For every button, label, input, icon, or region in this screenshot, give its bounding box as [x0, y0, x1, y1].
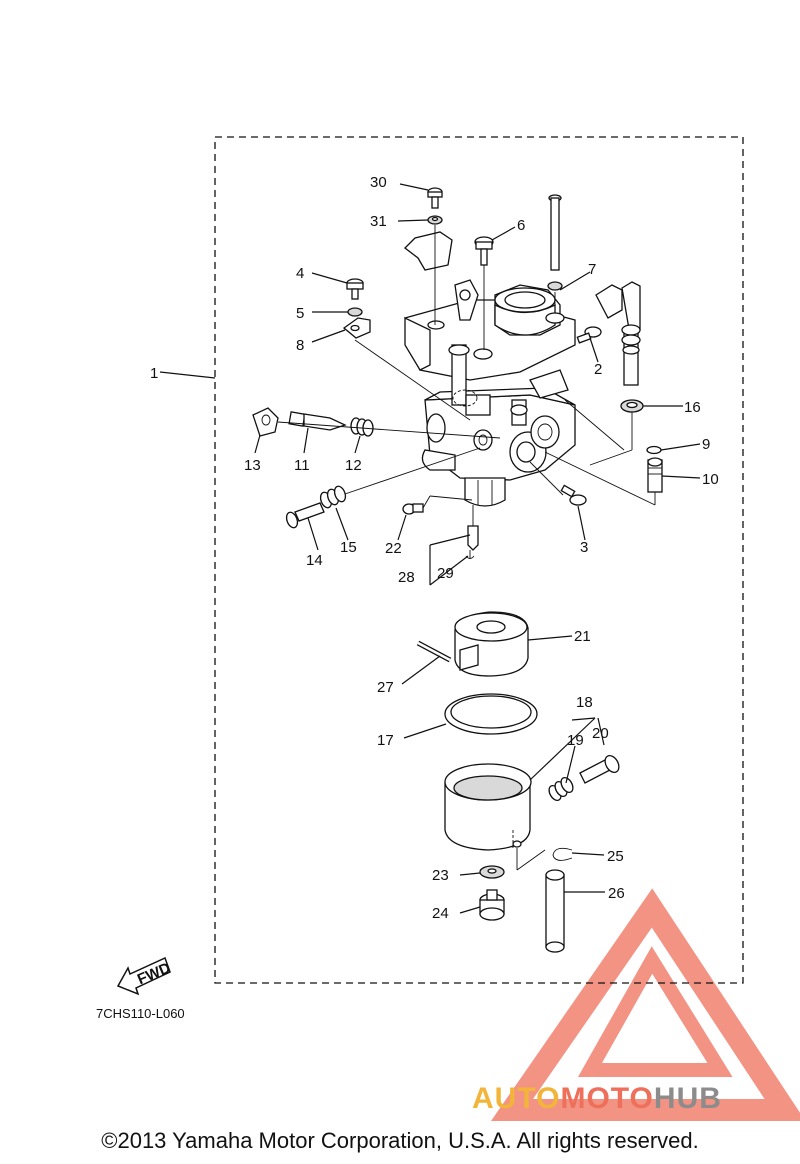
label-2: 2	[594, 361, 602, 378]
part-11-pilot-screw	[288, 411, 347, 431]
label-31: 31	[370, 213, 387, 230]
label-29: 29	[437, 565, 454, 582]
part-15-spring	[319, 485, 347, 509]
part-5-washer	[347, 307, 363, 317]
label-4: 4	[296, 265, 304, 282]
watermark-moto: MOTO	[560, 1082, 654, 1115]
choke-lever-assembly	[595, 281, 641, 386]
copyright-notice: ©2013 Yamaha Motor Corporation, U.S.A. A…	[101, 1128, 699, 1153]
label-16: 16	[684, 399, 701, 416]
watermark-auto: AUTO	[472, 1082, 561, 1115]
part-19-spring	[548, 776, 574, 802]
label-21: 21	[574, 628, 591, 645]
part-23-washer	[479, 865, 505, 879]
part-3-screw	[560, 484, 587, 506]
label-10: 10	[702, 471, 719, 488]
label-22: 22	[385, 540, 402, 557]
label-18: 18	[576, 694, 593, 711]
label-11: 11	[294, 457, 310, 474]
part-31-washer	[427, 215, 443, 225]
part-number-labels: 1 2 3 4 5 6 7 8 9 10 11 12 13 14 15 16 1…	[150, 174, 719, 922]
label-15: 15	[340, 539, 357, 556]
part-12-spring	[350, 417, 374, 437]
part-17-bowl-gasket	[444, 693, 538, 735]
label-25: 25	[607, 848, 624, 865]
label-1: 1	[150, 365, 158, 382]
carburetor-body	[404, 279, 576, 507]
label-30: 30	[370, 174, 387, 191]
part-22-jet	[402, 503, 424, 515]
part-10-drain-plug	[647, 457, 663, 493]
part-6-screw	[474, 236, 494, 266]
part-21-float	[454, 611, 529, 677]
fwd-label: FWD	[135, 959, 173, 988]
part-20-drain-screw	[579, 754, 620, 784]
automotohub-watermark: AUTOMOTOHUB	[472, 1082, 722, 1116]
part-27-float-pin	[416, 640, 452, 663]
label-26: 26	[608, 885, 625, 902]
label-20: 20	[592, 725, 609, 742]
part-9-o-ring	[646, 445, 662, 455]
label-5: 5	[296, 305, 304, 322]
label-8: 8	[296, 337, 304, 354]
part-30-screw	[427, 187, 443, 209]
label-9: 9	[702, 436, 710, 453]
part-18-float-bowl	[444, 763, 532, 851]
part-29-float-needle	[465, 525, 479, 559]
hose-clamp-bracket	[404, 231, 453, 271]
assembly-boundary	[214, 136, 744, 984]
label-13: 13	[244, 457, 261, 474]
drawing-code: 7CHS110-L060	[96, 1006, 185, 1021]
watermark-hub: HUB	[653, 1082, 722, 1115]
part-7-long-bolt	[547, 194, 563, 291]
label-23: 23	[432, 867, 449, 884]
label-17: 17	[377, 732, 394, 749]
automotohub-logo-triangle	[490, 888, 800, 1121]
part-13-cap	[252, 407, 279, 437]
label-28: 28	[398, 569, 415, 586]
part-24-drain-plug	[479, 889, 505, 921]
part-4-screw	[346, 278, 364, 300]
label-6: 6	[517, 217, 525, 234]
label-24: 24	[432, 905, 449, 922]
label-3: 3	[580, 539, 588, 556]
part-16-gasket	[620, 399, 644, 413]
part-25-clip	[552, 847, 573, 861]
part-26-drain-hose	[545, 869, 565, 953]
part-14-throttle-stop-screw	[285, 502, 325, 529]
label-14: 14	[306, 552, 323, 569]
label-27: 27	[377, 679, 394, 696]
label-12: 12	[345, 457, 362, 474]
part-2-screw	[576, 326, 602, 344]
label-19: 19	[567, 732, 584, 749]
leader-lines	[254, 183, 701, 914]
forward-arrow-icon: FWD	[116, 956, 173, 996]
label-7: 7	[588, 261, 596, 278]
